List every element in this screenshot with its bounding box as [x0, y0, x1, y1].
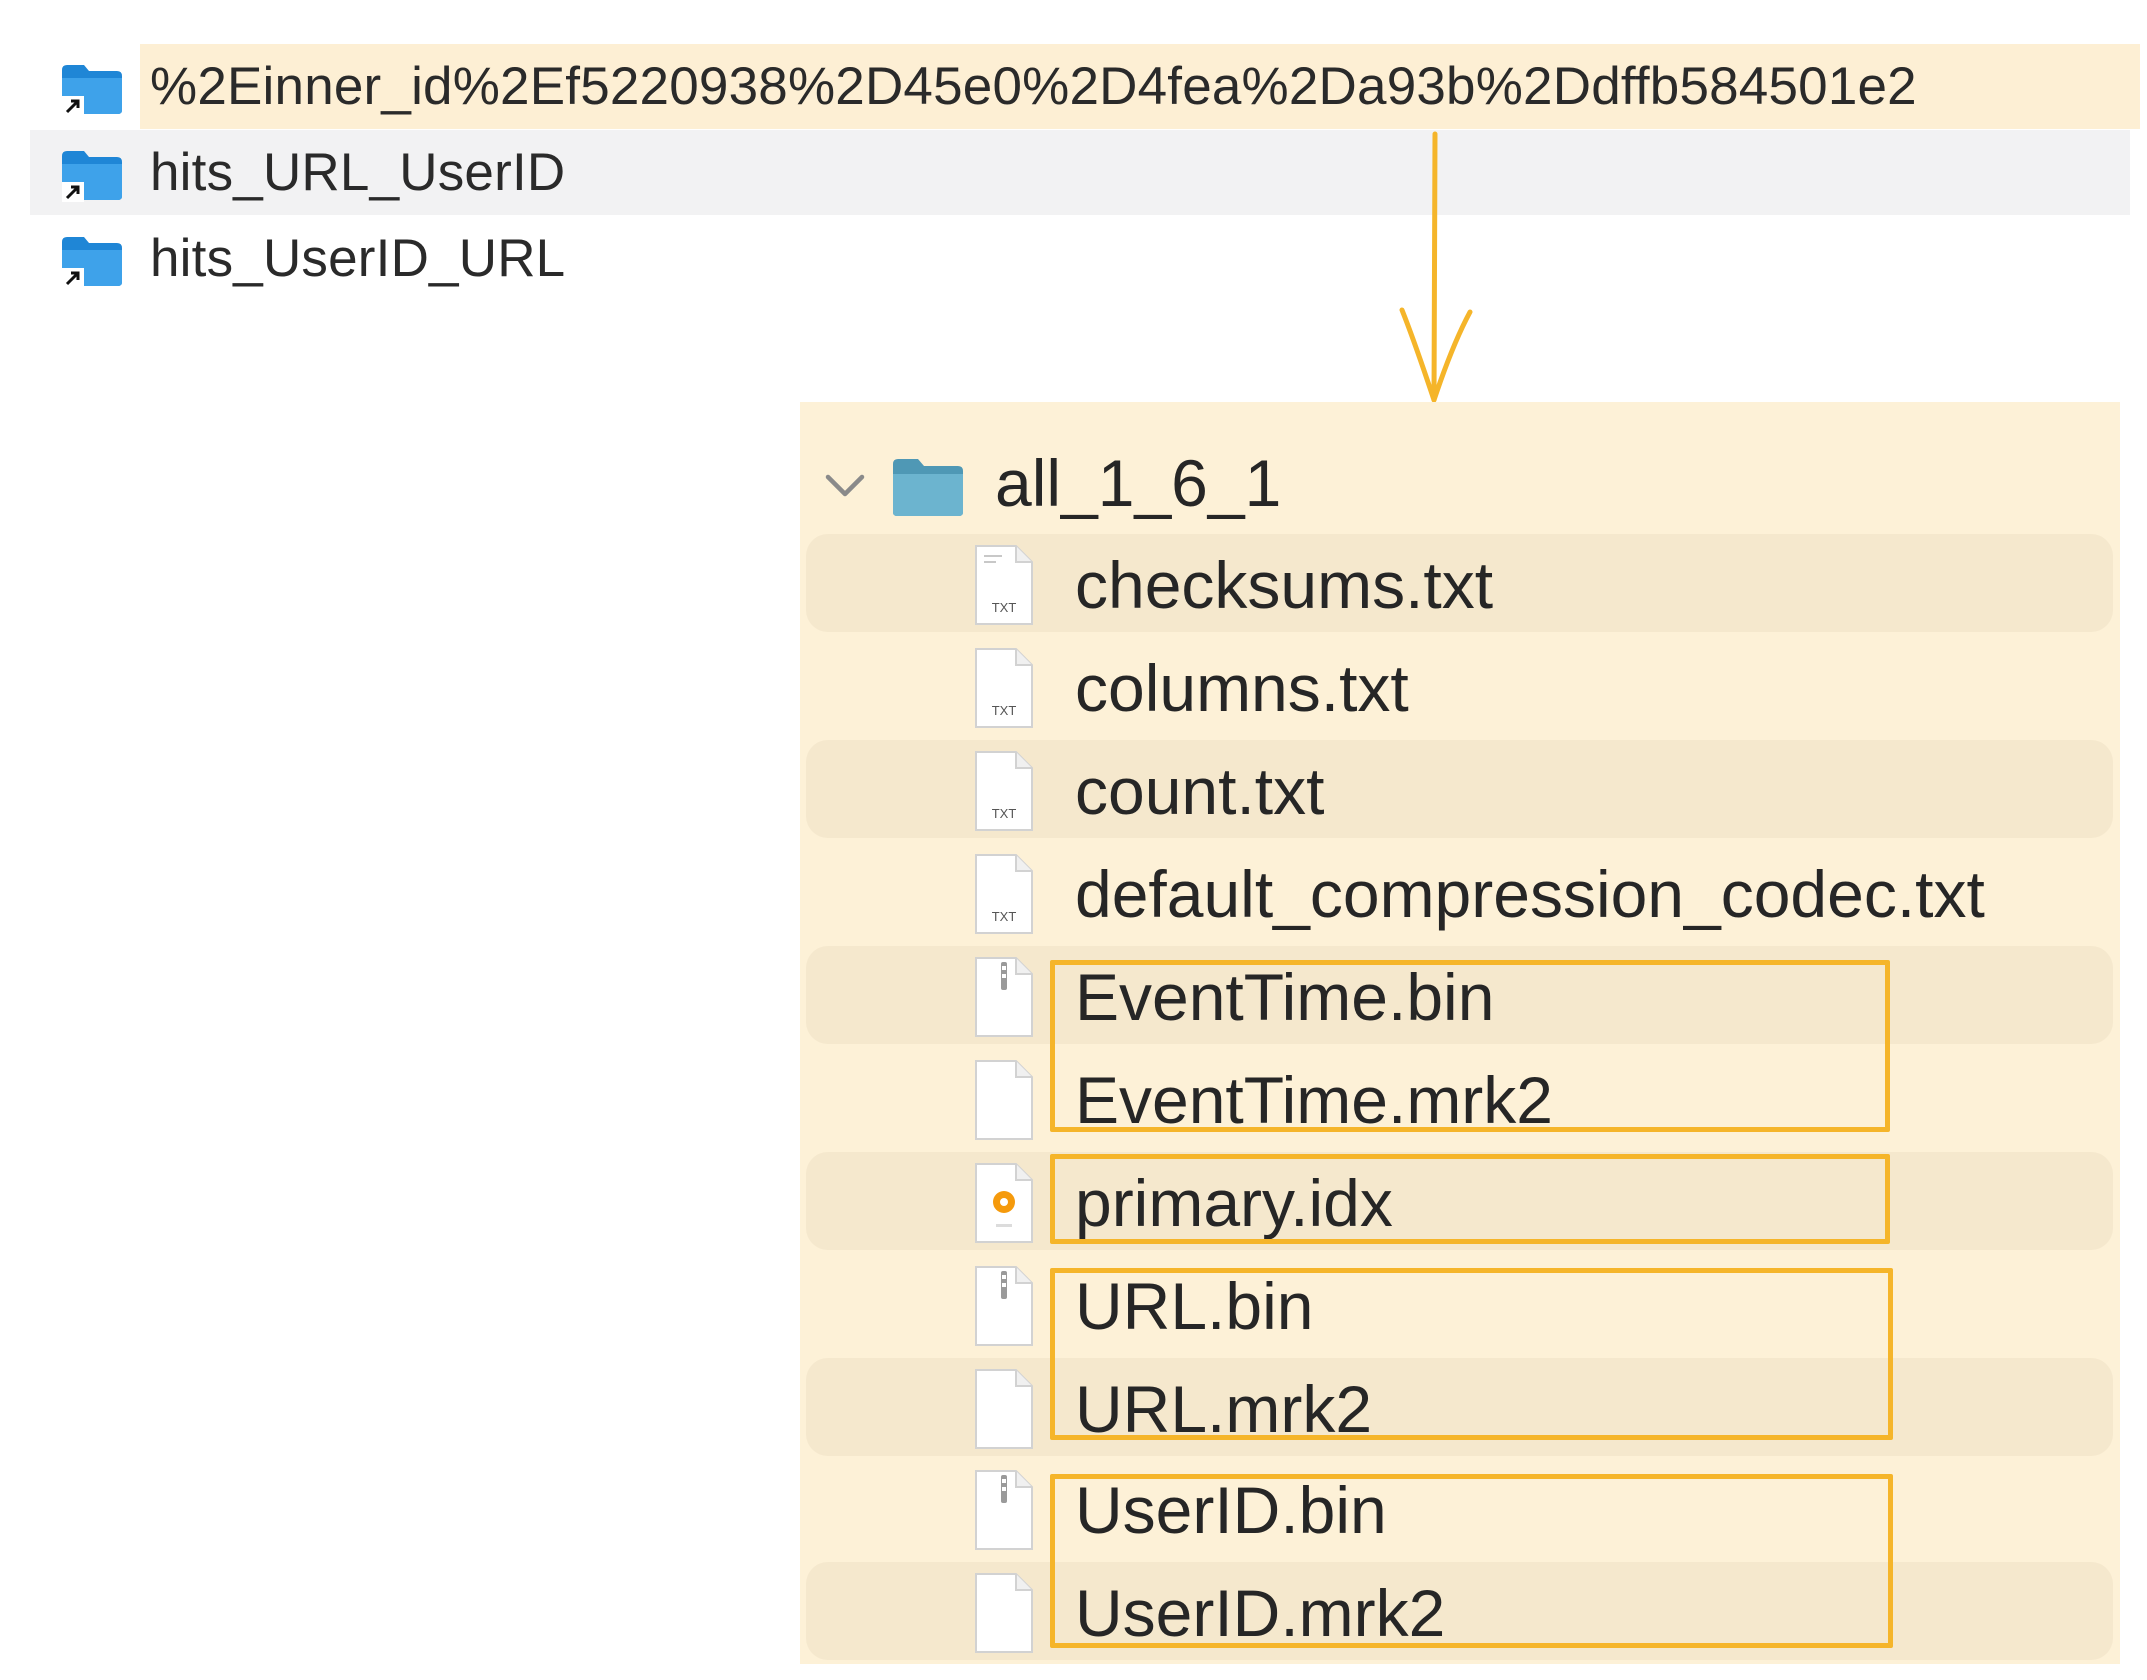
file-name: UserID.mrk2 [1075, 1576, 1446, 1650]
txt-label: TXT [992, 806, 1017, 821]
txt-file-icon: TXT [975, 648, 1033, 728]
file-row[interactable]: primary.idx [800, 1152, 2120, 1255]
file-name: count.txt [1075, 754, 1325, 828]
folder-row[interactable]: all_1_6_1 [800, 432, 2120, 535]
file-name: columns.txt [1075, 651, 1409, 725]
file-name: EventTime.bin [1075, 960, 1495, 1034]
chevron-down-icon[interactable] [822, 462, 868, 508]
txt-file-icon: TXT [975, 545, 1033, 625]
file-name: default_compression_codec.txt [1075, 857, 1985, 931]
file-row[interactable]: TXT count.txt [800, 740, 2120, 843]
file-row[interactable]: TXT columns.txt [800, 637, 2120, 740]
txt-file-icon: TXT [975, 751, 1033, 831]
file-row[interactable]: TXT default_compression_codec.txt [800, 843, 2120, 946]
file-row[interactable]: UserID.bin [800, 1459, 2120, 1562]
folder-alias-icon [62, 151, 122, 202]
file-row[interactable]: URL.mrk2 [800, 1358, 2120, 1461]
folder-name: hits_UserID_URL [150, 229, 566, 288]
folder-contents-panel: all_1_6_1 TXT checksums.txt TXT columns.… [800, 402, 2120, 1664]
file-list-row[interactable]: hits_URL_UserID [30, 130, 2130, 215]
folder-icon [893, 459, 963, 516]
blank-file-icon [975, 1573, 1033, 1653]
file-row[interactable]: URL.bin [800, 1255, 2120, 1358]
txt-label: TXT [992, 600, 1017, 615]
folder-alias-icon [62, 65, 122, 116]
folder-name: all_1_6_1 [995, 446, 1282, 520]
file-row[interactable]: EventTime.mrk2 [800, 1049, 2120, 1152]
file-row[interactable]: UserID.mrk2 [800, 1562, 2120, 1665]
media-file-icon [975, 1163, 1033, 1243]
file-name: URL.bin [1075, 1269, 1314, 1343]
file-name: checksums.txt [1075, 548, 1494, 622]
binary-file-icon [975, 957, 1033, 1037]
file-row[interactable]: TXT checksums.txt [800, 534, 2120, 637]
folder-alias-icon [62, 237, 122, 288]
file-list-row[interactable]: %2Einner_id%2Ef5220938%2D45e0%2D4fea%2Da… [30, 44, 2140, 129]
file-name: URL.mrk2 [1075, 1372, 1373, 1446]
file-name: primary.idx [1075, 1166, 1393, 1240]
file-name: UserID.bin [1075, 1473, 1387, 1547]
binary-file-icon [975, 1266, 1033, 1346]
txt-label: TXT [992, 909, 1017, 924]
file-row[interactable]: EventTime.bin [800, 946, 2120, 1049]
blank-file-icon [975, 1369, 1033, 1449]
pointer-arrow [1399, 131, 1473, 403]
blank-file-icon [975, 1060, 1033, 1140]
file-name: EventTime.mrk2 [1075, 1063, 1553, 1137]
txt-file-icon: TXT [975, 854, 1033, 934]
txt-label: TXT [992, 703, 1017, 718]
binary-file-icon [975, 1470, 1033, 1550]
folder-name: %2Einner_id%2Ef5220938%2D45e0%2D4fea%2Da… [140, 44, 2140, 129]
folder-name: hits_URL_UserID [150, 143, 566, 202]
file-list-row[interactable]: hits_UserID_URL [30, 216, 2130, 301]
